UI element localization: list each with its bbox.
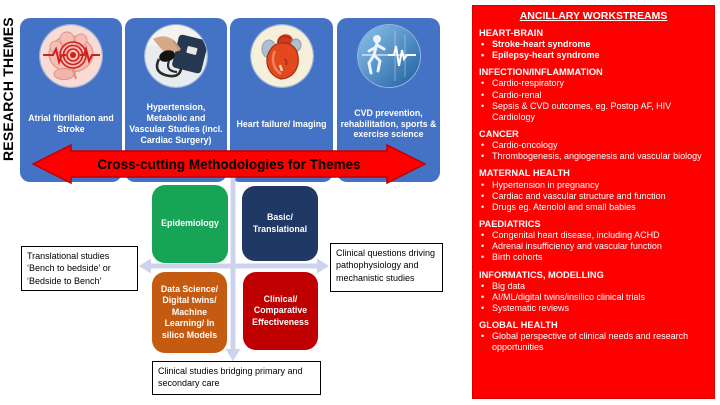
workstream-item: • Hypertension in pregnancy [479, 180, 708, 191]
workstream-item-label: Hypertension in pregnancy [492, 179, 600, 190]
cross-cutting-arrow: Cross-cutting Methodologies for Themes [31, 143, 427, 185]
theme-label: Hypertension, Metabolic and Vascular Stu… [129, 102, 223, 145]
workstream-item: • Systematic reviews [479, 303, 708, 314]
workstream-item-label: Systematic reviews [492, 302, 570, 313]
workstream-item-label: Stroke-heart syndrome [492, 39, 591, 50]
workstream-section-paediatrics: PAEDIATRICS • Congenital heart disease, i… [479, 218, 708, 264]
workstream-item: • Birth cohorts [479, 252, 708, 263]
workstream-item-label: Cardio-respiratory [492, 78, 565, 89]
ancillary-panel-title: ANCILLARY WORKSTREAMS [519, 10, 668, 22]
quadrant-data-science: Data Science/ Digital twins/ Machine Lea… [152, 272, 227, 353]
workstream-item: • Cardio-respiratory [479, 78, 708, 89]
callout-clinical-questions: Clinical questions driving pathophysiolo… [330, 243, 443, 292]
bullet-icon: • [481, 39, 485, 50]
workstream-heading: GLOBAL HEALTH [479, 320, 558, 331]
workstream-item-label: Thrombogenesis, angiogenesis and vascula… [492, 151, 702, 162]
workstream-item-label: Big data [492, 280, 526, 291]
workstream-item-label: AI/ML/digital twins/insilico clinical tr… [492, 291, 646, 302]
workstream-item: • Sepsis & CVD outcomes, eg. Postop AF, H… [479, 101, 708, 123]
quadrant-clinical-effectiveness: Clinical/ Comparative Effectiveness [243, 272, 318, 350]
workstream-heading: HEART-BRAIN [479, 28, 544, 38]
theme-label: CVD prevention, rehabilitation, sports &… [340, 107, 437, 140]
bullet-icon: • [481, 89, 485, 100]
workstream-item-label: Global perspective of clinical needs and… [492, 331, 689, 353]
bullet-icon: • [481, 252, 485, 263]
bullet-icon: • [481, 280, 485, 291]
workstream-item: • Cardio-oncology [479, 140, 708, 151]
bullet-icon: • [481, 302, 485, 313]
research-themes-axis-title: RESEARCH THEMES [0, 17, 16, 161]
quadrant-epidemiology: Epidemiology [152, 185, 228, 263]
bullet-icon: • [481, 241, 485, 252]
bullet-icon: • [481, 291, 485, 302]
callout-translational-studies: Translational studies ‘Bench to bedside’… [21, 246, 138, 291]
blood-pressure-icon [145, 25, 207, 87]
workstream-section-cancer: CANCER • Cardio-oncology • Thrombogenesis,… [479, 128, 708, 162]
cross-cutting-arrow-label: Cross-cutting Methodologies for Themes [97, 157, 360, 172]
bullet-icon: • [481, 190, 485, 201]
workstream-item-label: Cardio-renal [492, 89, 542, 100]
workstream-item: • Cardiac and vascular structure and func… [479, 191, 708, 202]
bullet-icon: • [481, 230, 485, 241]
workstream-item-label: Cardio-oncology [492, 140, 558, 151]
workstream-item: • Big data [479, 281, 708, 292]
workstream-heading: MATERNAL HEALTH [479, 168, 570, 179]
bullet-icon: • [481, 50, 485, 61]
workstream-heading: INFECTION/INFLAMMATION [479, 67, 603, 78]
workstream-section-infection: INFECTION/INFLAMMATION • Cardio-respirato… [479, 66, 708, 123]
bullet-icon: • [481, 100, 485, 111]
ancillary-workstreams-panel: ANCILLARY WORKSTREAMS HEART-BRAIN • Strok… [472, 5, 715, 399]
bullet-icon: • [481, 201, 485, 212]
workstream-item-label: Cardiac and vascular structure and funct… [492, 190, 666, 201]
callout-clinical-studies: Clinical studies bridging primary and se… [152, 361, 321, 395]
workstream-section-maternal: MATERNAL HEALTH • Hypertension in pregnan… [479, 167, 708, 213]
workstream-section-heart-brain: HEART-BRAIN • Stroke-heart syndrome • Epil… [479, 27, 708, 61]
workstream-item-label: Birth cohorts [492, 252, 543, 263]
workstream-item: • Cardio-renal [479, 90, 708, 101]
workstream-heading: INFORMATICS, MODELLING [479, 269, 604, 280]
workstream-section-informatics: INFORMATICS, MODELLING • Big data • AI/ML/… [479, 269, 708, 315]
workstream-item: • Stroke-heart syndrome [479, 39, 708, 50]
quadrant-basic-translational: Basic/ Translational [242, 186, 318, 261]
workstream-item-label: Adrenal insufficiency and vascular funct… [492, 241, 662, 252]
workstream-heading: CANCER [479, 129, 519, 140]
quadrant-axes-arrows [139, 165, 329, 361]
workstream-item: • Epilepsy-heart syndrome [479, 50, 708, 61]
theme-label: Heart failure/ Imaging [236, 118, 327, 129]
workstream-item: • Thrombogenesis, angiogenesis and vascul… [479, 151, 708, 162]
theme-label: Atrial fibrillation and Stroke [28, 113, 114, 134]
workstream-heading: PAEDIATRICS [479, 219, 541, 230]
workstream-item: • AI/ML/digital twins/insilico clinical t… [479, 292, 708, 303]
workstream-item-label: Sepsis & CVD outcomes, eg. Postop AF, HI… [492, 100, 672, 122]
exercise-ecg-icon [357, 25, 420, 87]
workstream-section-global-health: GLOBAL HEALTH • Global perspective of cli… [479, 319, 708, 353]
workstream-item: • Congenital heart disease, including ACH… [479, 230, 708, 241]
workstream-item-label: Epilepsy-heart syndrome [492, 50, 600, 61]
bullet-icon: • [481, 331, 485, 342]
brain-stroke-icon [40, 25, 102, 87]
bullet-icon: • [481, 78, 485, 89]
workstream-item-label: Congenital heart disease, including ACHD [492, 230, 660, 241]
workstream-item: • Drugs eg. Atenolol and small babies [479, 202, 708, 213]
theme-box-atrial-fibrillation: Atrial fibrillation and Stroke [20, 18, 122, 182]
workstream-item-label: Drugs eg. Atenolol and small babies [492, 201, 636, 212]
bullet-icon: • [481, 179, 485, 190]
bullet-icon: • [481, 140, 485, 151]
heart-anatomy-icon [250, 25, 313, 87]
workstream-item: • Global perspective of clinical needs an… [479, 331, 708, 353]
bullet-icon: • [481, 151, 485, 162]
workstream-item: • Adrenal insufficiency and vascular func… [479, 241, 708, 252]
